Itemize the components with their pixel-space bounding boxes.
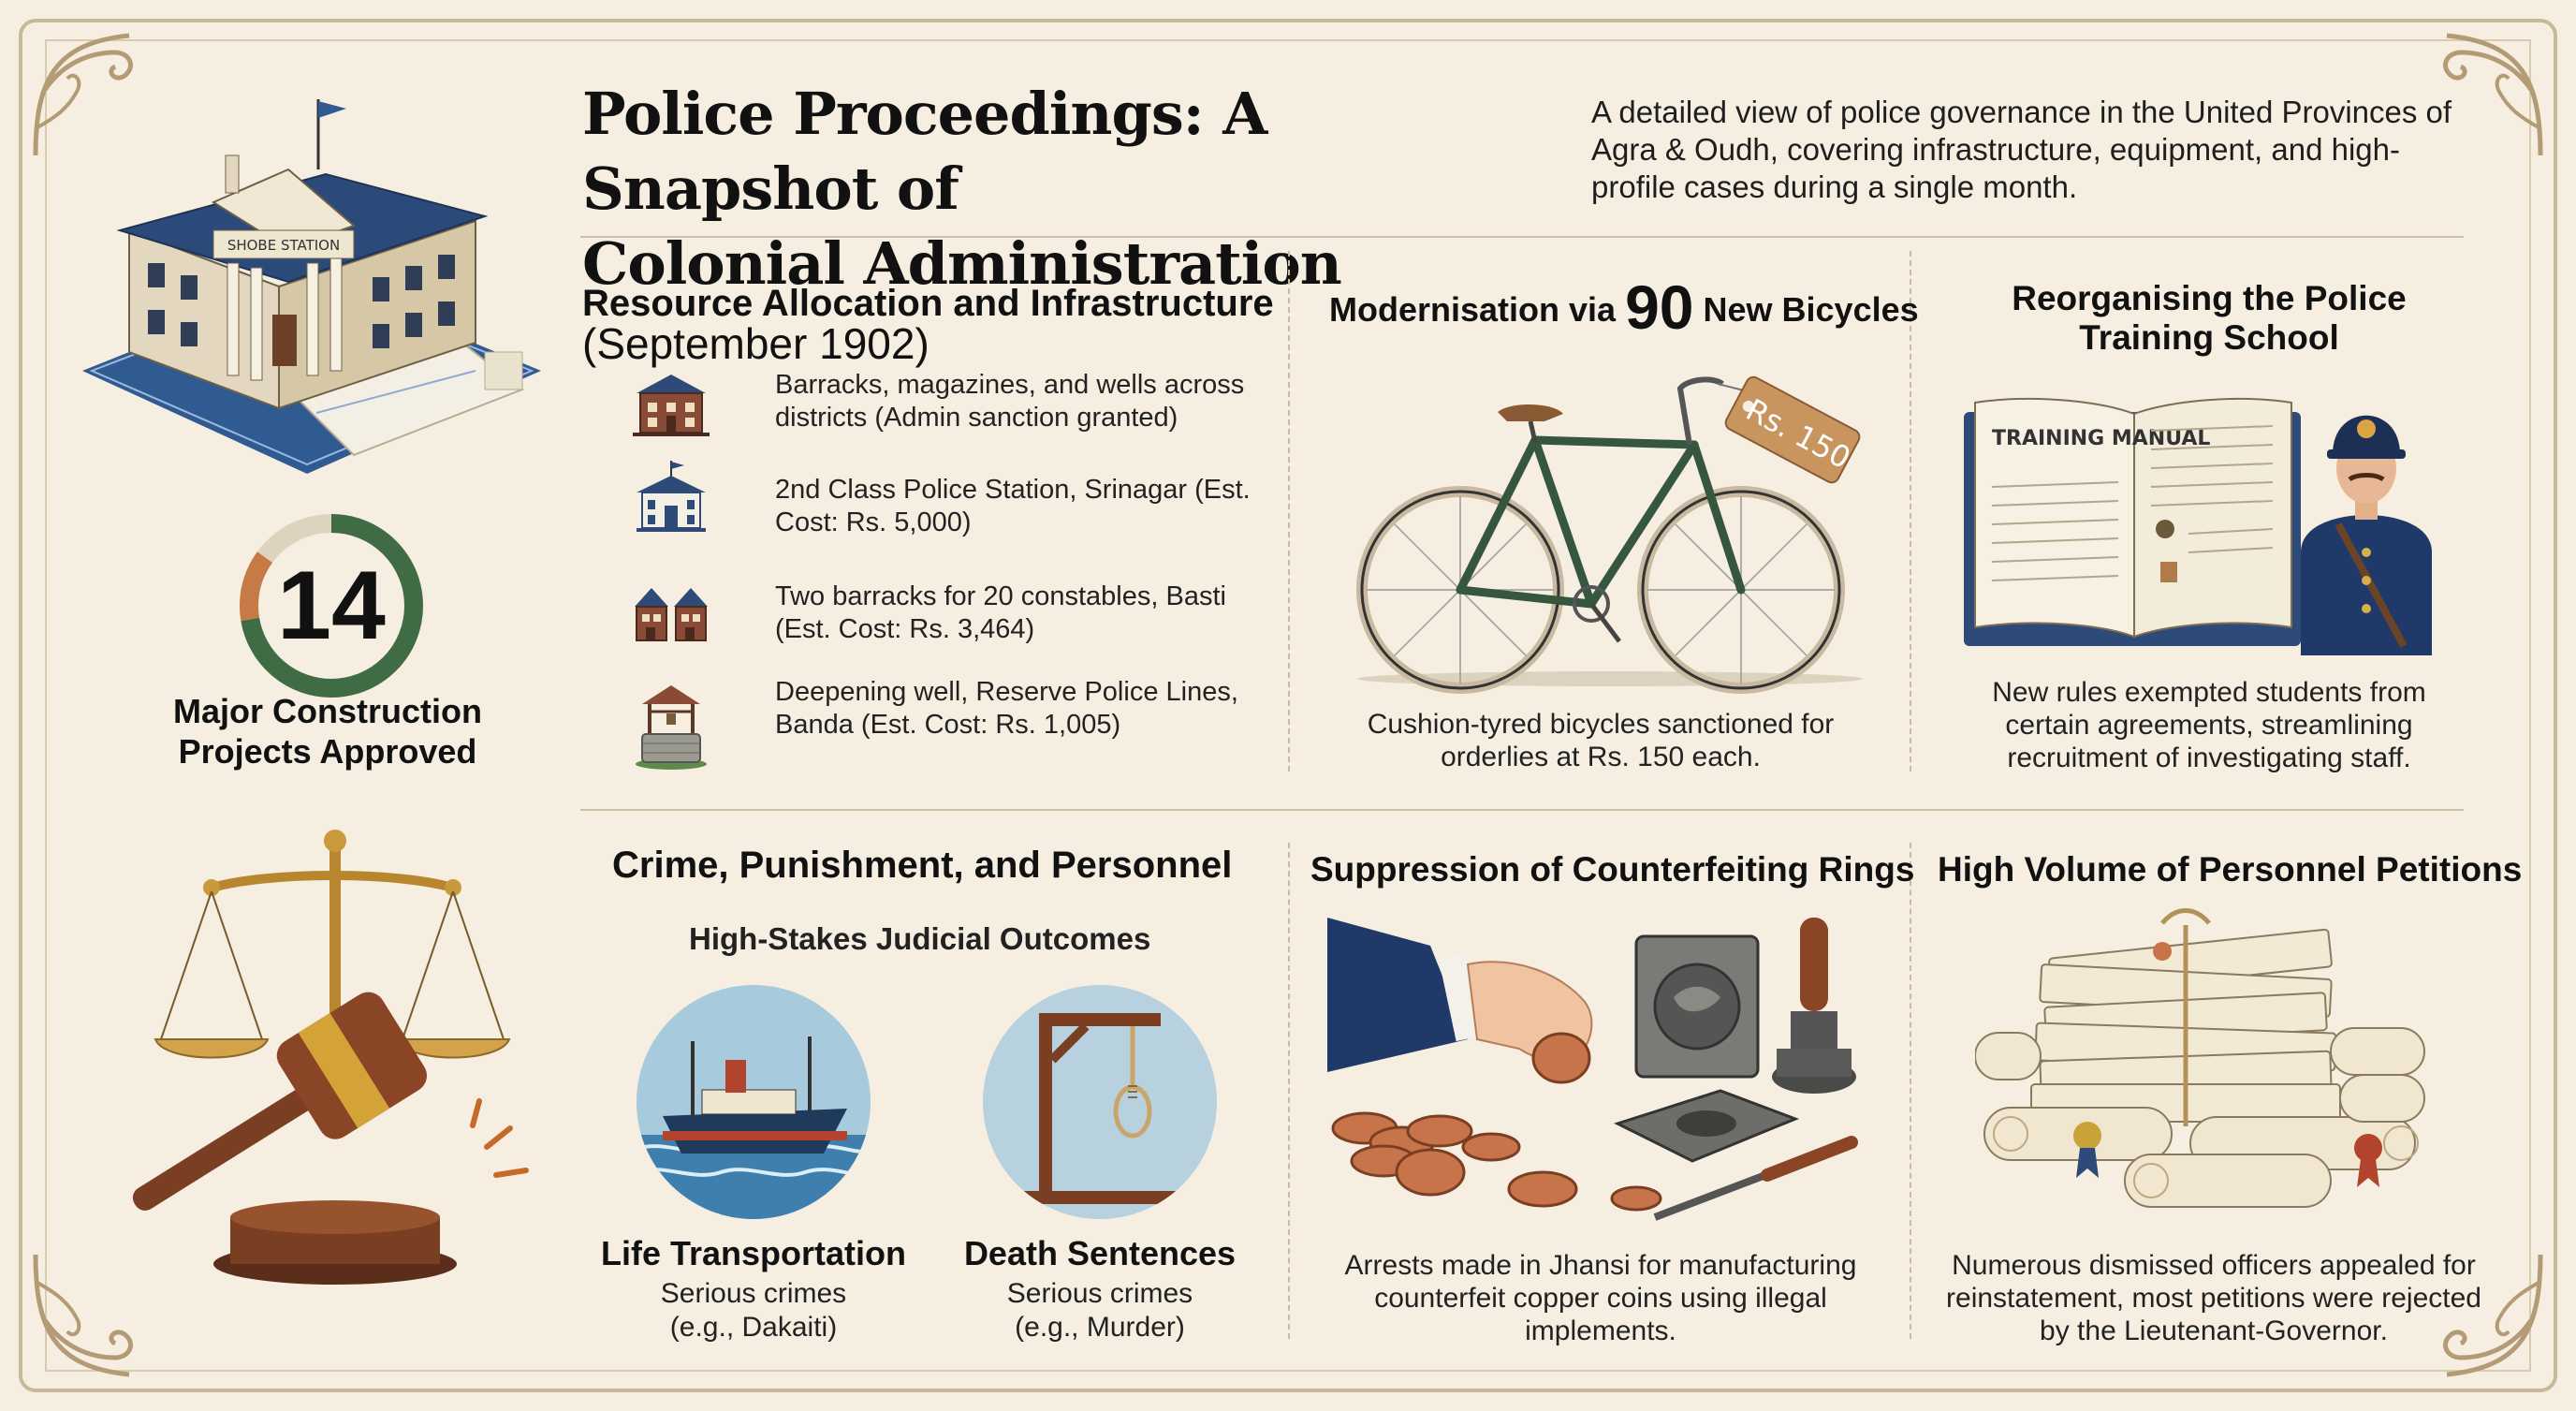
resource-item-3-text: Two barracks for 20 constables, Basti (E…: [775, 581, 1226, 644]
ship-icon: [637, 985, 871, 1219]
page-title: Police Proceedings: A Snapshot of Coloni…: [582, 77, 1574, 381]
page-frame-inner: [45, 39, 2531, 1372]
title-line-2: Colonial Administration (September 1902): [582, 227, 1574, 381]
corner-ornament-top-right: [2409, 24, 2550, 165]
manual-label: TRAINING MANUAL: [1992, 427, 2210, 450]
petitions-text: Numerous dismissed officers appealed for…: [1946, 1250, 2481, 1346]
training-illustration: TRAINING MANUAL: [1964, 375, 2460, 655]
column-divider-4: [1910, 843, 1911, 1339]
training-heading: Reorganising the Police Training School: [2012, 279, 2407, 357]
barracks-icon: [633, 365, 710, 440]
resource-item-4-text: Deepening well, Reserve Police Lines, Ba…: [775, 677, 1238, 740]
counterfeit-text: Arrests made in Jhansi for manufacturing…: [1344, 1250, 1857, 1346]
outcome-1-title: Life Transportation: [600, 1234, 907, 1272]
projects-count: 14: [277, 551, 386, 660]
page-subtitle: A detailed view of police governance in …: [1591, 95, 2452, 204]
bicycles-count: 90: [1625, 272, 1694, 342]
corner-ornament-top-left: [26, 24, 167, 165]
header-divider: [580, 236, 2464, 238]
petitions-illustration: [1974, 906, 2443, 1225]
well-icon: [633, 678, 710, 772]
outcome-2-line2: (e.g., Murder): [1015, 1312, 1185, 1343]
outcome-2-line1: Serious crimes: [1006, 1278, 1193, 1309]
projects-count-ring: 14: [238, 512, 425, 699]
bicycle-illustration: Rs. 150: [1320, 356, 1881, 702]
corner-ornament-bottom-left: [26, 1245, 167, 1386]
resource-item-1-text: Barracks, magazines, and wells across di…: [775, 370, 1245, 433]
page-frame: [19, 19, 2557, 1392]
outcome-1-line1: Serious crimes: [660, 1278, 847, 1309]
counterfeit-heading: Suppression of Counterfeiting Rings: [1310, 850, 1915, 889]
resource-heading: Resource Allocation and Infrastructure: [582, 283, 1274, 324]
resource-item-2-text: 2nd Class Police Station, Srinagar (Est.…: [775, 475, 1251, 537]
projects-caption: Major Construction Projects Approved: [173, 692, 482, 771]
bicycles-text: Cushion-tyred bicycles sanctioned for or…: [1367, 709, 1835, 772]
bicycles-heading: Modernisation via 90 New Bicycles: [1329, 272, 1919, 343]
station-sign-text: SHOBE STATION: [227, 237, 340, 254]
bicycles-heading-pre: Modernisation via: [1329, 290, 1617, 329]
outcome-1-line2: (e.g., Dakaiti): [669, 1312, 838, 1343]
title-date: (September 1902): [582, 319, 929, 368]
bicycles-heading-post: New Bicycles: [1703, 290, 1919, 329]
police-station-illustration: SHOBE STATION: [73, 90, 550, 483]
row-divider: [580, 809, 2464, 811]
petitions-heading: High Volume of Personnel Petitions: [1938, 850, 2523, 889]
gallows-icon: [983, 985, 1217, 1219]
title-line-1: Police Proceedings: A Snapshot of: [582, 80, 1267, 223]
justice-illustration: [94, 824, 543, 1301]
column-divider-3: [1288, 843, 1290, 1339]
outcome-2-title: Death Sentences: [963, 1234, 1237, 1272]
crime-subheading: High-Stakes Judicial Outcomes: [689, 921, 1151, 956]
crime-heading: Crime, Punishment, and Personnel: [612, 845, 1233, 886]
police-station-icon: [633, 459, 710, 534]
corner-ornament-bottom-right: [2409, 1245, 2550, 1386]
counterfeit-illustration: [1327, 918, 1880, 1227]
title-line-2-text: Colonial Administration: [582, 229, 1342, 298]
training-text: New rules exempted students from certain…: [1992, 677, 2426, 773]
column-divider-1: [1288, 251, 1290, 772]
houses-icon: [633, 573, 710, 648]
column-divider-2: [1910, 251, 1911, 772]
